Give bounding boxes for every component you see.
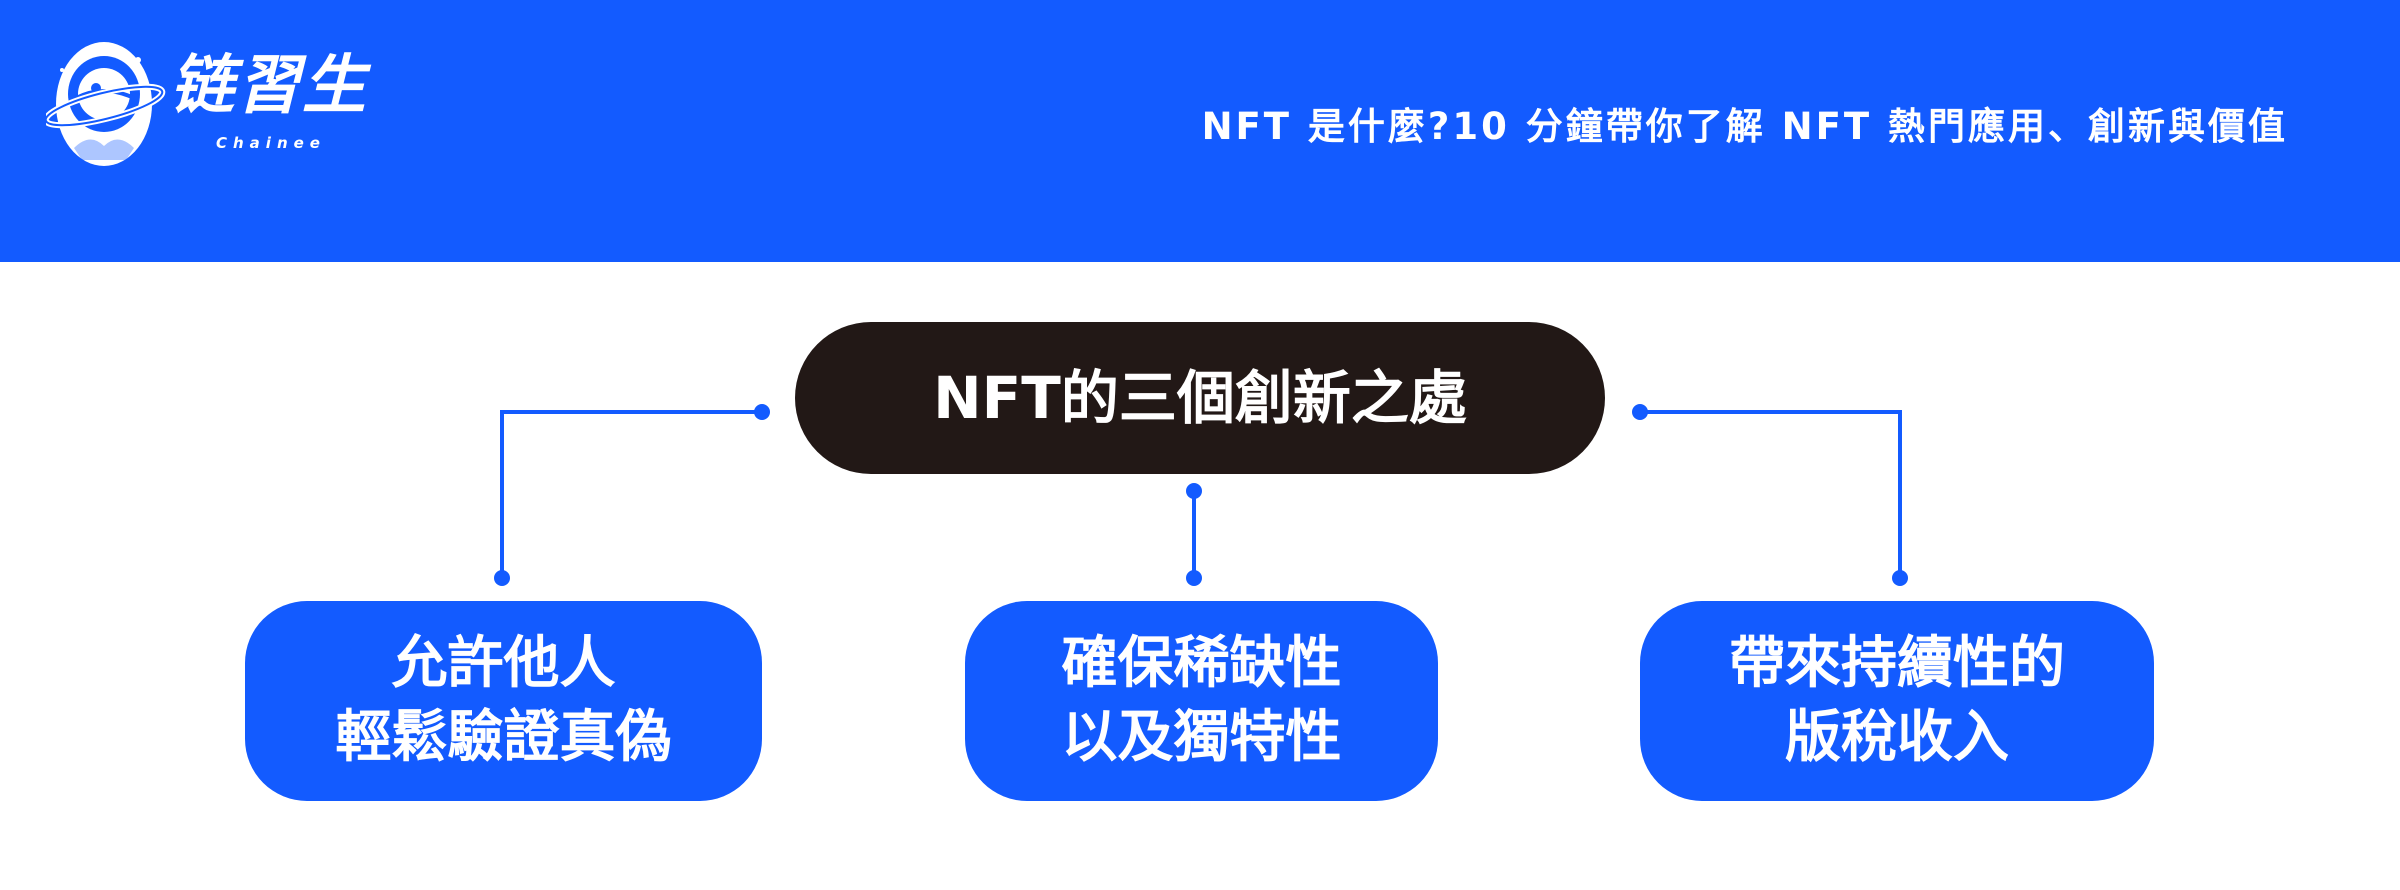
connector-left (500, 410, 762, 578)
connector-dot-center-child (1186, 570, 1202, 586)
logo-wordmark: 链習生 (170, 49, 368, 123)
child-node-verify: 允許他人 輕鬆驗證真偽 (245, 601, 762, 801)
root-node-label: NFT的三個創新之處 (933, 364, 1467, 432)
root-node: NFT的三個創新之處 (795, 322, 1605, 474)
connector-dot-left-child (494, 570, 510, 586)
brand-logo[interactable]: 链習生 Chainee (46, 36, 376, 176)
child-node-line: 以及獨特性 (1061, 705, 1342, 770)
article-title: NFT 是什麼?10 分鐘帶你了解 NFT 熱門應用、創新與價值 (1201, 105, 2288, 148)
astronaut-planet-logo-icon (46, 42, 166, 166)
child-node-line: 輕鬆驗證真偽 (335, 705, 672, 770)
logo-subtext: Chainee (216, 134, 326, 152)
connector-right (1640, 410, 1902, 578)
child-node-line: 版稅收入 (1785, 705, 2009, 770)
child-node-line: 允許他人 (391, 631, 616, 696)
connector-dot-right-child (1892, 570, 1908, 586)
connector-dot-center-root (1186, 483, 1202, 499)
connector-dot-right-root (1632, 404, 1648, 420)
connector-dot-left-root (754, 404, 770, 420)
header-banner: 链習生 Chainee NFT 是什麼?10 分鐘帶你了解 NFT 熱門應用、創… (0, 0, 2400, 262)
child-node-line: 確保稀缺性 (1061, 631, 1342, 696)
child-node-scarcity: 確保稀缺性 以及獨特性 (965, 601, 1438, 801)
child-node-royalty: 帶來持續性的 版稅收入 (1640, 601, 2154, 801)
child-node-line: 帶來持續性的 (1729, 631, 2065, 696)
